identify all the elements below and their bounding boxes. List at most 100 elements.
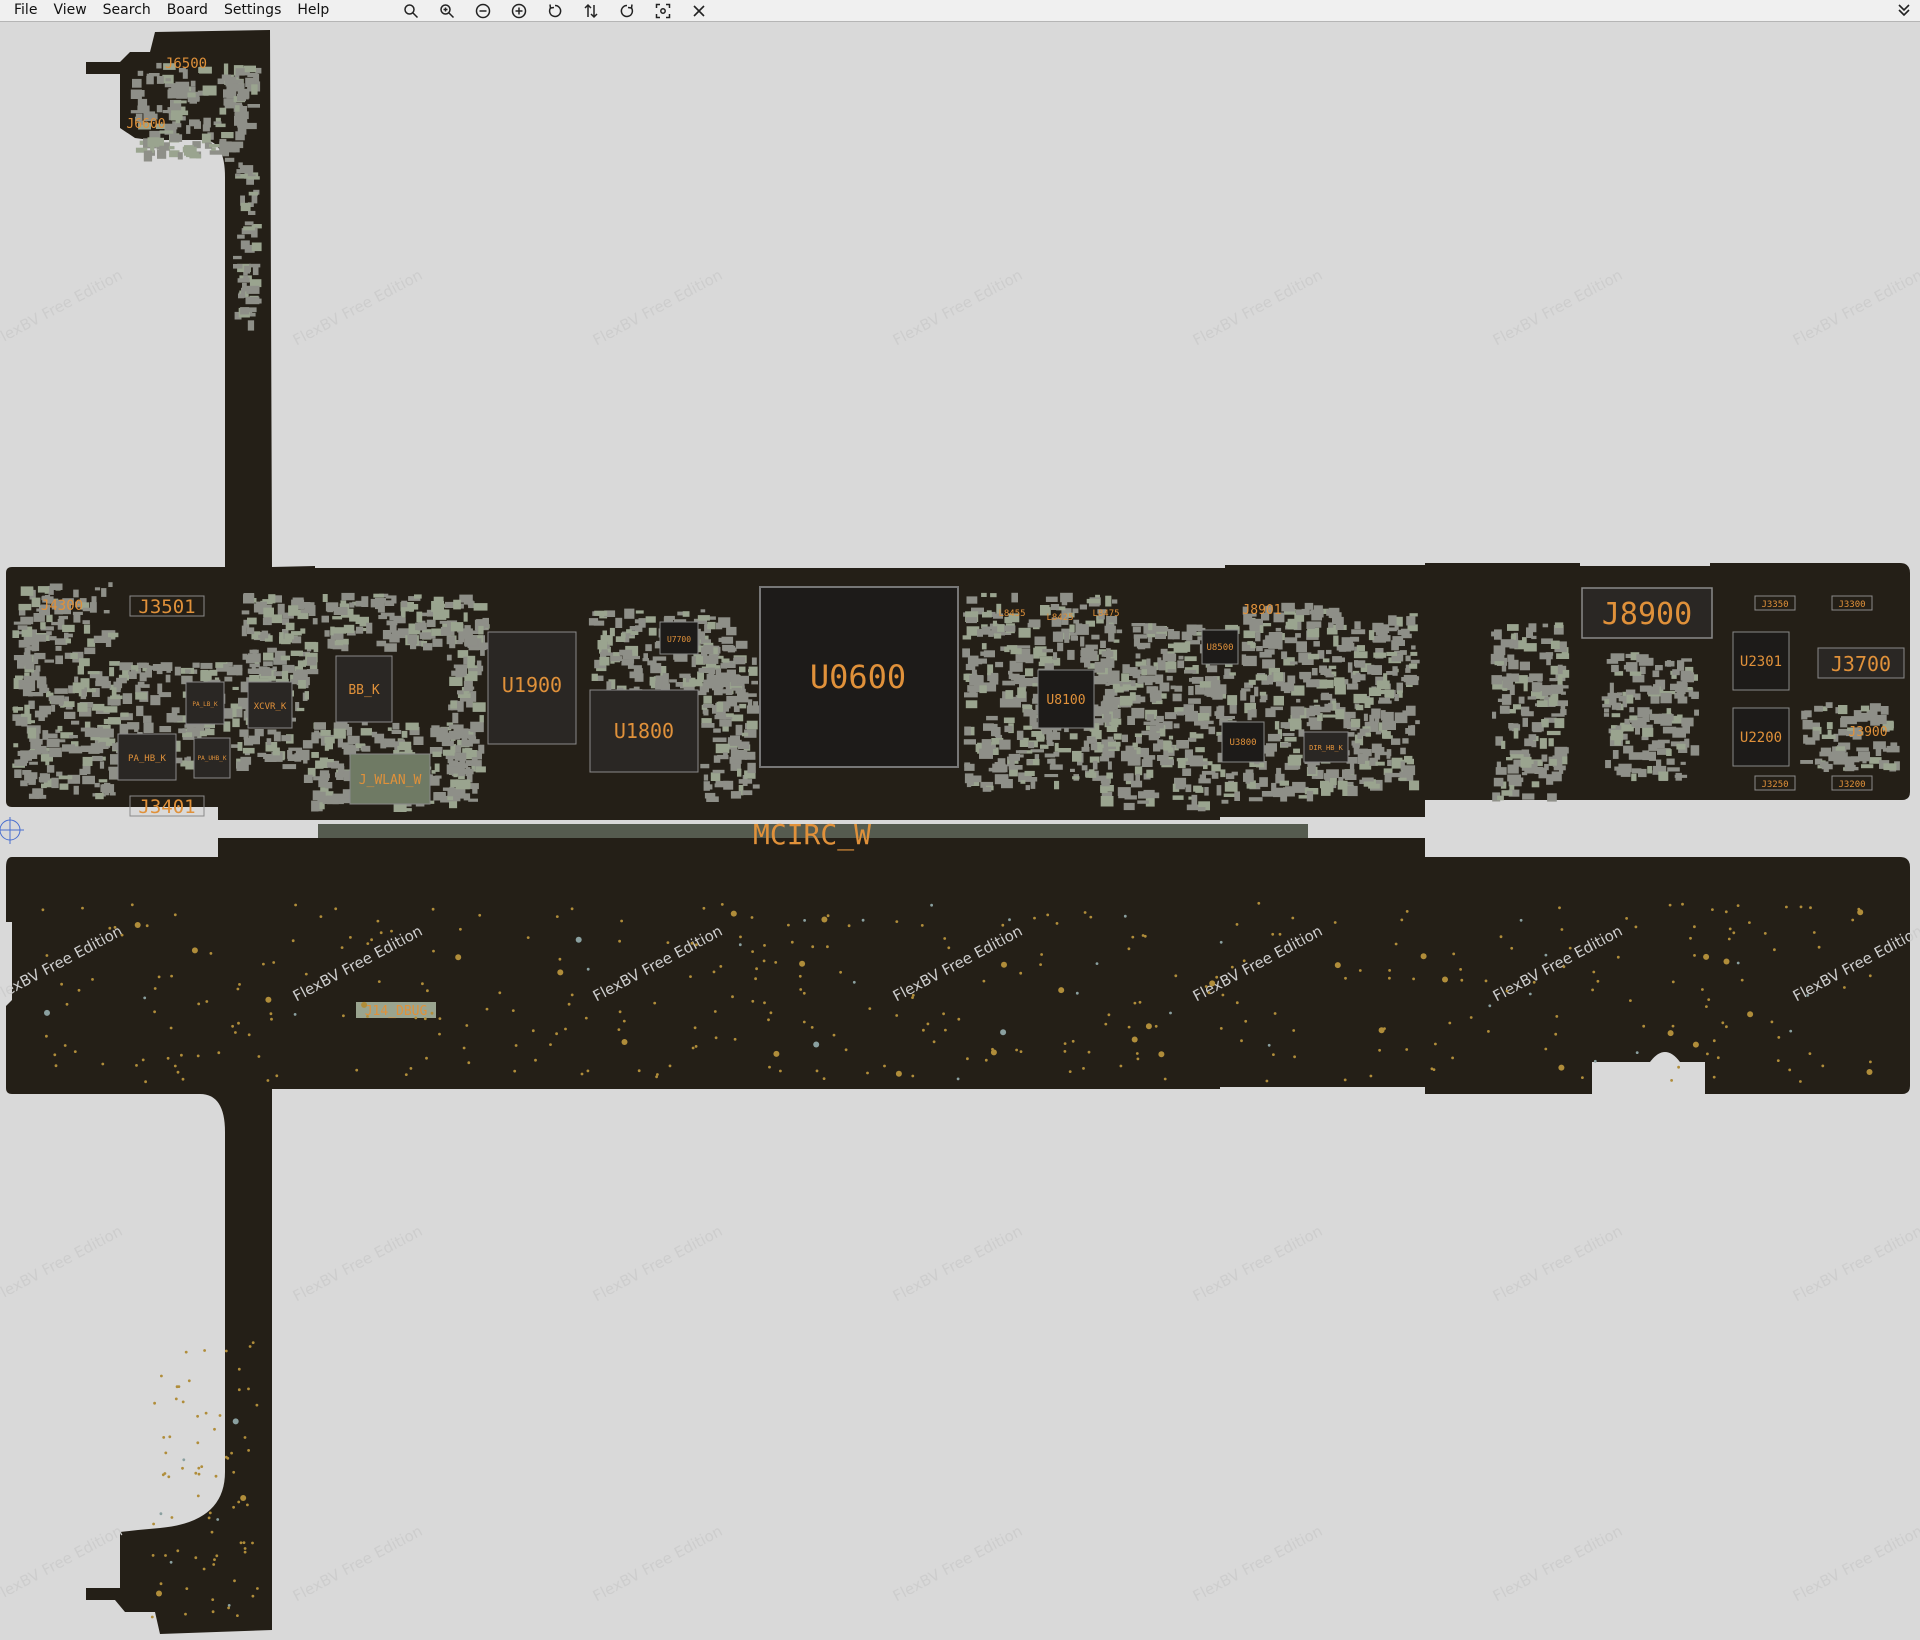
board-bottom-label[interactable]: MCIRC_W [753,818,871,852]
smd-component [20,750,32,761]
inductor-l8425-label[interactable]: L8425 [1046,613,1073,623]
via-dot [656,1073,659,1076]
connector-j3200-label[interactable]: J3200 [1838,780,1865,790]
menu-view[interactable]: View [53,2,87,18]
menu-settings[interactable]: Settings [223,2,282,18]
connector-j3350-label[interactable]: J3350 [1761,600,1788,610]
smd-component [1322,658,1330,663]
rotate-left-icon[interactable] [537,0,573,21]
inductor-l8475-label[interactable]: L8475 [1092,609,1119,619]
menu-file[interactable]: File [14,2,38,18]
smd-component [200,662,213,669]
smd-component [1539,738,1547,749]
menu-help[interactable]: Help [297,2,330,18]
smd-component [135,147,148,153]
chip-mem1-body [487,631,577,745]
smd-component [90,743,104,754]
close-icon[interactable] [681,0,717,21]
rotate-right-icon[interactable] [609,0,645,21]
via-dot [232,1418,239,1425]
via-dot [1616,955,1620,959]
smd-component [988,747,999,755]
via-dot [1135,1052,1139,1055]
connector-j3300-label[interactable]: J3300 [1838,600,1865,610]
smd-component [966,626,980,636]
smd-component [723,780,734,790]
chip-u7700-label[interactable]: U7700 [667,635,691,644]
smd-component [1021,678,1034,687]
zoom-plus-icon[interactable] [501,0,537,21]
fit-screen-icon[interactable] [645,0,681,21]
smd-component [1880,706,1889,715]
smd-component [591,673,598,681]
connector-j3250-label[interactable]: J3250 [1761,780,1788,790]
connector-j3501-label[interactable]: J3501 [138,596,195,618]
watermark-text: FlexBV Free Edition [0,1222,125,1305]
smd-component [1107,681,1122,685]
smd-component [1364,701,1371,708]
connector-j3900-label[interactable]: J3900 [1848,725,1887,740]
smd-component [713,687,723,696]
smd-component [1527,696,1537,700]
chip-u8500-label[interactable]: U8500 [1206,643,1233,653]
chip-pa-lb-label[interactable]: PA_LB_K [192,701,218,708]
chip-pa-hb-label[interactable]: PA_HB_K [128,754,167,764]
chip-pa-uhb-label[interactable]: PA_UHB_K [198,755,227,762]
smd-component [474,760,482,771]
smd-component [715,743,730,754]
via-dot [1568,946,1572,950]
chip-bb-label[interactable]: BB_K [348,683,379,698]
smd-component [1197,807,1206,812]
smd-component [1656,759,1662,770]
via-dot [693,1026,697,1030]
chip-mem1-label[interactable]: U1900 [502,673,562,697]
connector-j6600-label[interactable]: J6600 [126,117,165,132]
smd-component [1812,726,1822,735]
smd-component [1075,623,1083,632]
connector-j8901-label[interactable]: J8901 [1242,603,1281,618]
smd-component [253,603,266,613]
chip-xcvr-label[interactable]: XCVR_K [254,702,287,712]
smd-component [1383,673,1388,681]
smd-component [100,728,114,738]
chip-u2200-label[interactable]: U2200 [1740,730,1782,746]
smd-component [247,653,261,663]
smd-component [463,612,468,622]
chip-cpu-label[interactable]: U0600 [810,658,906,696]
zoom-in-icon[interactable] [429,0,465,21]
chip-mem2-label[interactable]: U1800 [614,719,674,743]
smd-component [1132,626,1141,633]
smd-component [166,663,171,673]
chip-pmic-label[interactable]: U8100 [1046,693,1085,708]
chip-wlan-label[interactable]: J_WLAN_W [359,773,422,788]
connector-j8900-label[interactable]: J8900 [1602,597,1692,632]
connector-j6500-label[interactable]: J6500 [165,56,207,72]
flip-icon[interactable] [573,0,609,21]
smd-component [419,632,432,640]
smd-component [238,162,243,168]
smd-component [442,787,452,791]
menu-board[interactable]: Board [166,2,208,18]
smd-component [1133,638,1140,647]
chip-u3800-label[interactable]: U3800 [1229,738,1256,748]
menu-search[interactable]: Search [102,2,151,18]
debug-connector-label[interactable]: J14_DBUG [365,1004,428,1019]
chevron-down-icon[interactable] [1896,2,1912,18]
smd-component [1008,670,1013,675]
chip-u2301-label[interactable]: U2301 [1740,654,1782,670]
smd-component [1382,720,1396,730]
smd-component [1036,736,1045,740]
via-dot [170,1516,174,1519]
via-dot [465,1024,469,1027]
zoom-icon[interactable] [393,0,429,21]
connector-j4300-label[interactable]: J4300 [41,598,83,614]
smd-component [82,607,95,612]
zoom-minus-icon[interactable] [465,0,501,21]
smd-component [1040,605,1050,616]
smd-component [1290,661,1298,665]
connector-j3401-label[interactable]: J3401 [138,796,195,818]
connector-j3700-label[interactable]: J3700 [1831,652,1891,676]
inductor-l8455-label[interactable]: L8455 [998,609,1025,619]
chip-dir-hb-label[interactable]: DIR_HB_K [1309,744,1344,752]
